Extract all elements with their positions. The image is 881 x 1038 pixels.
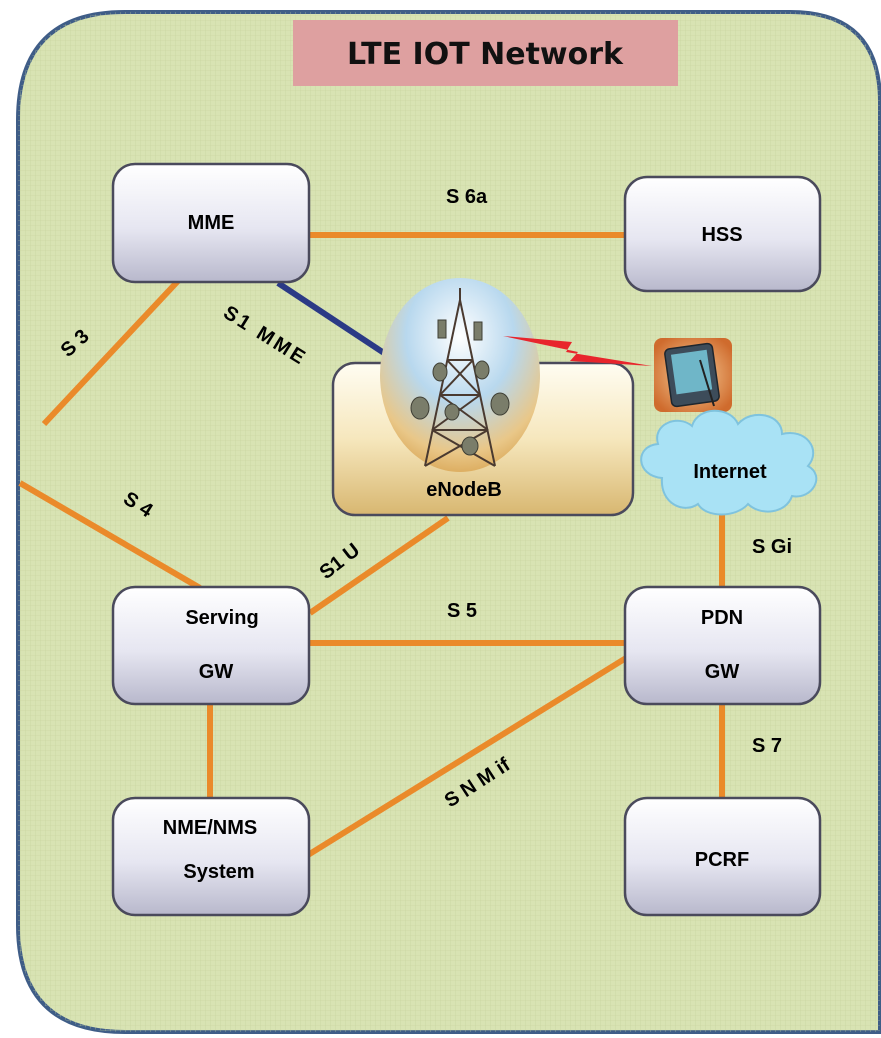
radio-link-bolt: [503, 336, 652, 366]
title-background: [293, 20, 678, 86]
node-serving-gw: Serving GW: [111, 585, 311, 706]
node-nme-nms-line1: NME/NMS: [163, 817, 257, 839]
cell-tower-icon: [380, 278, 540, 472]
link-s1-u: [308, 515, 450, 616]
node-pcrf-label: PCRF: [695, 849, 749, 871]
link-s1-mme: [276, 280, 392, 360]
node-pdn-gw-line2: GW: [705, 661, 740, 683]
link-s3: [41, 278, 181, 427]
node-hss: HSS: [623, 175, 822, 293]
label-s7: S 7: [752, 735, 782, 757]
links: [18, 232, 725, 858]
label-s5: S 5: [447, 600, 477, 622]
node-mme-label: MME: [188, 212, 235, 234]
node-nme-nms: NME/NMS System: [111, 796, 311, 917]
node-serving-gw-line1: Serving: [185, 607, 258, 629]
node-hss-label: HSS: [701, 224, 742, 246]
internet-cloud-icon: Internet: [640, 409, 818, 516]
label-sgi: S Gi: [752, 536, 792, 558]
node-pcrf: PCRF: [623, 796, 822, 917]
diagram-title: LTE IOT Network: [347, 37, 624, 72]
internet-label: Internet: [693, 461, 767, 483]
node-pdn-gw-line1: PDN: [701, 607, 743, 629]
handheld-device-icon: [654, 338, 732, 412]
link-snm-if: [306, 655, 628, 858]
node-serving-gw-line2: GW: [199, 661, 234, 683]
label-s6a: S 6a: [446, 186, 488, 208]
node-pdn-gw: PDN GW: [623, 585, 822, 706]
node-nme-nms-line2: System: [183, 861, 254, 883]
node-enodeb-label: eNodeB: [426, 479, 502, 501]
link-s4: [18, 480, 202, 591]
node-mme: MME: [111, 162, 311, 284]
